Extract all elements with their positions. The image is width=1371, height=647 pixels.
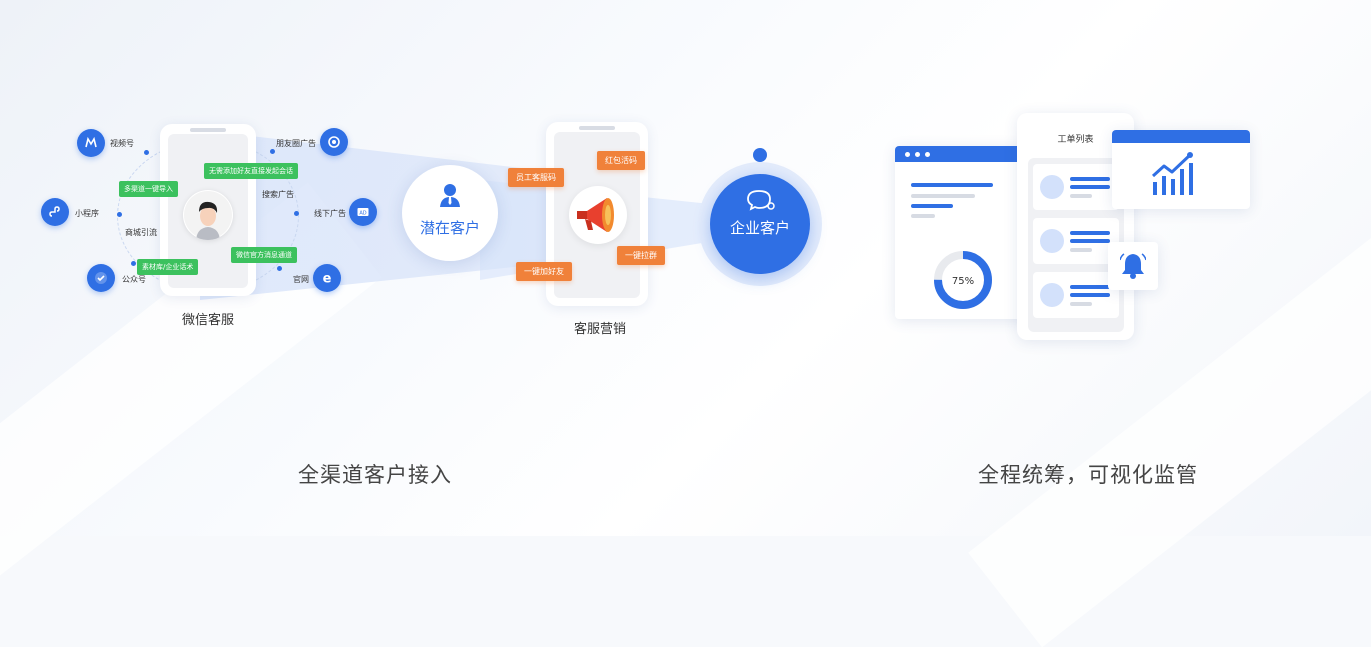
content-bar (911, 194, 975, 198)
enterprise-customer-label: 企业客户 (729, 219, 790, 237)
svg-text:e: e (323, 272, 332, 287)
website-label: 官网 (293, 275, 309, 284)
item-bar (1070, 248, 1092, 252)
progress-donut: 75% (934, 251, 992, 309)
work-order-item[interactable] (1033, 272, 1119, 318)
marketing-caption: 客服营销 (574, 322, 627, 337)
staff-qr-tag: 员工客服码 (508, 168, 564, 187)
offline-ad-icon[interactable]: AD (349, 198, 377, 226)
offline-ad-label: 线下广告 (314, 209, 346, 218)
item-bar (1070, 177, 1110, 181)
search-ad-label: 搜索广告 (262, 190, 294, 199)
alert-card (1108, 242, 1158, 290)
content-bar (911, 204, 953, 208)
item-bar (1070, 185, 1110, 189)
megaphone-badge (569, 186, 627, 244)
orbit-dot (144, 150, 149, 155)
trend-chart-icon (1151, 152, 1193, 195)
bell-icon[interactable] (1120, 252, 1146, 280)
orbit-dot (117, 212, 122, 217)
enterprise-customer-node: 企业客户 (710, 174, 810, 274)
official-message-tag: 微信官方消息通道 (231, 247, 297, 263)
website-icon[interactable]: e (313, 264, 341, 292)
item-bar (1070, 293, 1110, 297)
window-dot (925, 152, 930, 157)
browser-window-card: 75% (895, 146, 1030, 319)
agent-avatar (183, 190, 233, 240)
analytics-titlebar (1112, 130, 1250, 143)
orbit-dot (270, 149, 275, 154)
megaphone-icon (577, 198, 614, 232)
item-bar (1070, 285, 1110, 289)
potential-customer-node: 潜在客户 (402, 165, 498, 261)
one-click-friend-tag: 一键加好友 (516, 262, 572, 281)
svg-text:AD: AD (359, 210, 366, 216)
moments-ad-label: 朋友圈广告 (276, 139, 316, 148)
item-avatar (1040, 175, 1064, 199)
enterprise-node-dot (753, 148, 767, 162)
orbit-dot (131, 261, 136, 266)
orbit-dot (277, 266, 282, 271)
item-bar (1070, 231, 1110, 235)
work-order-item[interactable] (1033, 164, 1119, 210)
item-avatar (1040, 229, 1064, 253)
potential-customer-label: 潜在客户 (419, 219, 480, 237)
item-bar (1070, 302, 1092, 306)
donut-percent-label: 75% (952, 276, 974, 287)
user-icon (440, 184, 460, 207)
official-account-label: 公众号 (122, 275, 146, 284)
no-friend-tag: 无需添加好友直接发起会话 (204, 163, 298, 179)
miniapp-icon[interactable] (41, 198, 69, 226)
multi-channel-tag: 多渠道一键导入 (119, 181, 178, 197)
browser-titlebar (895, 146, 1030, 162)
orbit-dot (294, 211, 299, 216)
content-bar (911, 214, 935, 218)
miniapp-label: 小程序 (75, 209, 99, 218)
official-account-icon[interactable] (87, 264, 115, 292)
work-order-title: 工单列表 (1057, 135, 1094, 145)
wechat-service-caption: 微信客服 (182, 313, 235, 328)
enterprise-wechat-icon (747, 190, 775, 211)
phone-notch (190, 128, 226, 132)
moments-ad-icon[interactable] (320, 128, 348, 156)
item-bar (1070, 194, 1092, 198)
window-dot (905, 152, 910, 157)
omnichannel-caption: 全渠道客户接入 (298, 463, 452, 487)
item-avatar (1040, 283, 1064, 307)
one-click-group-tag: 一键拉群 (617, 246, 665, 265)
visual-supervision-caption: 全程统筹，可视化监管 (978, 463, 1198, 487)
item-bar (1070, 239, 1110, 243)
video-channel-label: 视频号 (110, 139, 134, 148)
materials-tag: 素材库/企业话术 (137, 259, 199, 275)
mall-label: 商城引流 (125, 228, 157, 237)
red-packet-tag: 红包活码 (597, 151, 645, 170)
analytics-card (1112, 130, 1250, 209)
work-order-item[interactable] (1033, 218, 1119, 264)
phone-notch (579, 126, 615, 130)
content-bar (911, 183, 993, 187)
video-channel-icon[interactable] (77, 129, 105, 157)
window-dot (915, 152, 920, 157)
